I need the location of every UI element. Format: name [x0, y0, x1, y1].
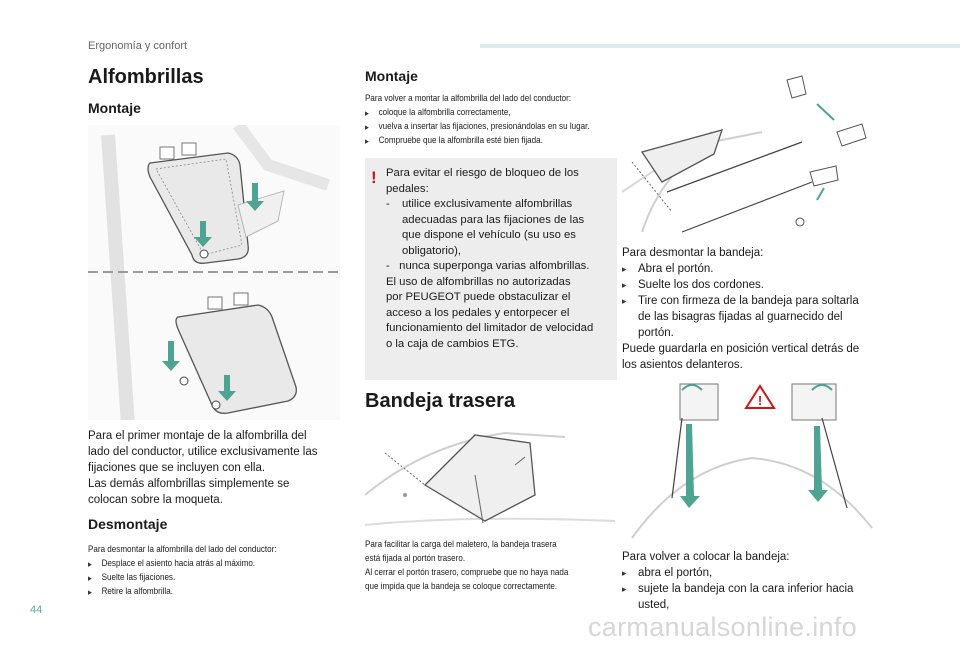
watermark: carmanualsonline.info — [588, 612, 857, 642]
list-item: coloque la alfombrilla correctamente, — [365, 106, 620, 120]
svg-text:!: ! — [758, 393, 762, 408]
intro-text: Para el primer montaje de la alfombrilla… — [88, 430, 318, 506]
desmontar-text: Para desmontar la bandeja: Abra el portó… — [622, 245, 912, 373]
desmontaje-heading: Desmontaje — [88, 516, 168, 532]
bandeja-text: Para facilitar la carga del maletero, la… — [365, 539, 569, 592]
shelf-removal-illustration — [622, 75, 867, 233]
colocar-text: Para volver a colocar la bandeja: abra e… — [622, 549, 912, 613]
parcel-shelf-illustration — [365, 431, 615, 526]
warning-box — [365, 158, 617, 380]
montaje-text: Para volver a montar la alfombrilla del … — [365, 92, 620, 148]
list-item: Retire la alfombrilla. — [88, 585, 343, 599]
bandeja-title: Bandeja trasera — [365, 390, 516, 412]
warning-text: Para evitar el riesgo de bloqueo de los … — [386, 167, 594, 350]
montaje-heading-2: Montaje — [365, 68, 418, 84]
section-label: Ergonomía y confort — [88, 40, 188, 52]
list-item: Suelte las fijaciones. — [88, 571, 343, 585]
page-title: Alfombrillas — [88, 66, 204, 88]
list-item: vuelva a insertar las fijaciones, presio… — [365, 120, 620, 134]
list-item: Compruebe que la alfombrilla esté bien f… — [365, 134, 620, 148]
list-item: abra el portón, — [622, 565, 912, 581]
list-item: sujete la bandeja con la cara inferior h… — [622, 581, 912, 597]
list-item: Abra el portón. — [622, 261, 912, 277]
page-number: 44 — [30, 604, 43, 616]
montaje-heading: Montaje — [88, 100, 141, 116]
list-item: Suelte los dos cordones. — [622, 277, 912, 293]
shelf-storage-illustration: ! — [631, 383, 873, 539]
floor-mat-illustration — [88, 125, 340, 420]
header-bar — [480, 44, 960, 48]
warning-icon: ! — [371, 168, 377, 187]
list-item: Tire con firmeza de la bandeja para solt… — [622, 293, 912, 309]
desmontaje-text: Para desmontar la alfombrilla del lado d… — [88, 543, 343, 599]
list-item: Desplace el asiento hacia atrás al máxim… — [88, 557, 343, 571]
